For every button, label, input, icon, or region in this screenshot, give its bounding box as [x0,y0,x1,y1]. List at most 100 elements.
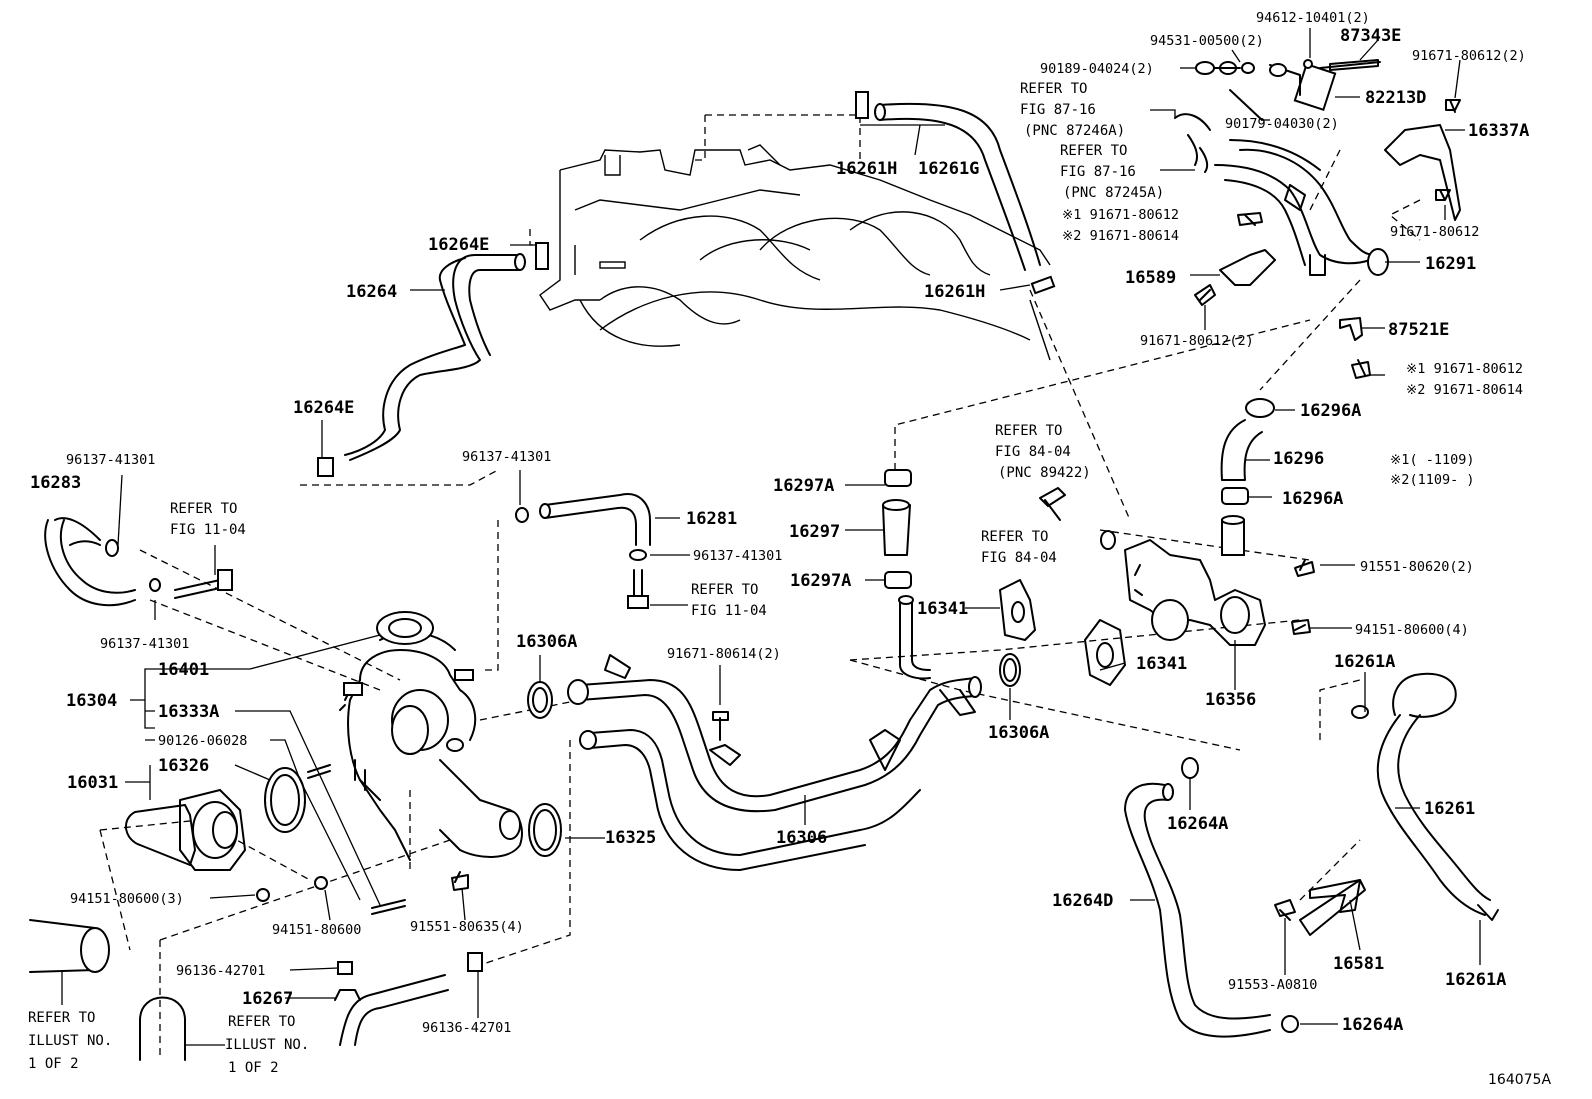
note-2-range: ※2(1109- ) [1390,472,1474,488]
bracket-16589 [1194,212,1276,306]
label-16261A-top: 16261A [1334,652,1395,672]
label-16261H-mid: 16261H [924,282,985,302]
label-94151-80600-4: 94151-80600(4) [1355,622,1469,638]
label-90189-04024: 90189-04024(2) [1040,61,1154,77]
part-labels: 94612-10401(2) 87343E 94531-00500(2) 916… [28,10,1551,1088]
bracket-87521E [1339,317,1371,379]
label-16306A-top: 16306A [516,632,577,652]
figure-id: 164075A [1488,1072,1551,1088]
label-91671-80614-2: 91671-80614(2) [667,646,781,662]
label-16296: 16296 [1273,449,1324,469]
label-16341-mid: 16341 [1136,654,1187,674]
label-91671-80612-2-mid: 91671-80612(2) [1140,333,1254,349]
ref-illust-left-line2: ILLUST NO. [28,1033,112,1049]
guide-lines [99,114,1421,1060]
label-91671-80612-right: 91671-80612 [1390,224,1479,240]
label-90126-06028: 90126-06028 [158,733,247,749]
hose-16264D [1124,757,1299,1038]
label-87521E: 87521E [1388,320,1449,340]
bracket-16337A [1384,124,1461,221]
label-96136-42701-lower: 96136-42701 [422,1020,511,1036]
label-91551-80620: 91551-80620(2) [1360,559,1474,575]
bolt-refer-fig-11-04 [174,569,233,599]
ref-fig-87-16-b-line1: REFER TO [1060,143,1127,159]
ref-fig-84-04-a-line3: (PNC 89422) [998,465,1091,481]
hose-16296 [1220,398,1275,505]
water-bypass-pipe-16306 [567,595,982,871]
label-91553-A0810: 91553-A0810 [1228,977,1317,993]
label-16296A-top: 16296A [1300,401,1361,421]
ref-fig-84-04-b-line1: REFER TO [981,529,1048,545]
water-inlet-housing-16304 [307,611,523,861]
ref-fig-87-16-b-line3: (PNC 87245A) [1063,185,1164,201]
label-note1-91671-80612-b: ※1 91671-80612 [1406,361,1523,377]
label-16337A: 16337A [1468,121,1529,141]
label-87343E: 87343E [1340,26,1401,46]
label-16264D: 16264D [1052,891,1113,911]
ref-fig-84-04-b-line2: FIG 84-04 [981,550,1057,566]
label-91671-80612-2-top: 91671-80612(2) [1412,48,1526,64]
label-16306A-bot: 16306A [988,723,1049,743]
label-16326: 16326 [158,756,209,776]
ref-fig-11-04-b-line2: FIG 11-04 [691,603,767,619]
label-16589: 16589 [1125,268,1176,288]
hose-16297 [882,469,912,589]
label-16261H-top: 16261H [836,159,897,179]
label-16283: 16283 [30,473,81,493]
intake-manifold-outline [539,144,1051,361]
label-16304: 16304 [66,691,117,711]
ref-fig-87-16-a-line3: (PNC 87246A) [1024,123,1125,139]
label-16264: 16264 [346,282,397,302]
ref-illust-left-line1: REFER TO [28,1010,95,1026]
hose-16281 [515,493,651,609]
ref-fig-84-04-a-line1: REFER TO [995,423,1062,439]
ref-illust-left-line3: 1 OF 2 [28,1056,79,1072]
label-16306: 16306 [776,828,827,848]
label-16297: 16297 [789,522,840,542]
label-16297A-bot: 16297A [790,571,851,591]
ref-fig-84-04-a-line2: FIG 84-04 [995,444,1071,460]
label-16264E-top: 16264E [428,235,489,255]
label-note2-91671-80614-b: ※2 91671-80614 [1406,382,1523,398]
water-outlet-16356 [1124,515,1315,646]
label-16581: 16581 [1333,954,1384,974]
gaskets-16341 [999,487,1126,686]
label-16291: 16291 [1425,254,1476,274]
hose-16264 [317,242,549,477]
label-16281: 16281 [686,509,737,529]
ref-illust-mid-line2: ILLUST NO. [225,1037,309,1053]
thermostat-housing-16031 [125,767,469,915]
ref-fig-11-04-a-line2: FIG 11-04 [170,522,246,538]
ref-illust-mid-line3: 1 OF 2 [228,1060,279,1076]
ref-illust-mid-line1: REFER TO [228,1014,295,1030]
ref-fig-11-04-a-line1: REFER TO [170,501,237,517]
hose-16267 [334,952,483,1046]
label-16261: 16261 [1424,799,1475,819]
label-90179-04030: 90179-04030(2) [1225,116,1339,132]
label-91551-80635: 91551-80635(4) [410,919,524,935]
ref-fig-87-16-a-line2: FIG 87-16 [1020,102,1096,118]
label-16264A-bot: 16264A [1342,1015,1403,1035]
label-16261G: 16261G [918,159,979,179]
heater-pipe-16291 [1174,113,1389,276]
label-96137-41301-top-left: 96137-41301 [66,452,155,468]
hose-16283 [44,517,161,607]
label-note1-91671-80612: ※1 91671-80612 [1062,207,1179,223]
label-16325: 16325 [605,828,656,848]
label-16261A-bot: 16261A [1445,970,1506,990]
label-82213D: 82213D [1365,88,1426,108]
label-96137-41301-top-mid: 96137-41301 [462,449,551,465]
label-96136-42701-upper: 96136-42701 [176,963,265,979]
label-16031: 16031 [67,773,118,793]
label-16401: 16401 [158,660,209,680]
label-16264E-left: 16264E [293,398,354,418]
label-16267: 16267 [242,989,293,1009]
label-96137-41301-mid: 96137-41301 [693,548,782,564]
ref-fig-87-16-a-line1: REFER TO [1020,81,1087,97]
bracket-16581 [1274,879,1366,936]
leader-lines [61,28,1481,1046]
label-16296A-bot: 16296A [1282,489,1343,509]
label-94151-80600: 94151-80600 [272,922,361,938]
